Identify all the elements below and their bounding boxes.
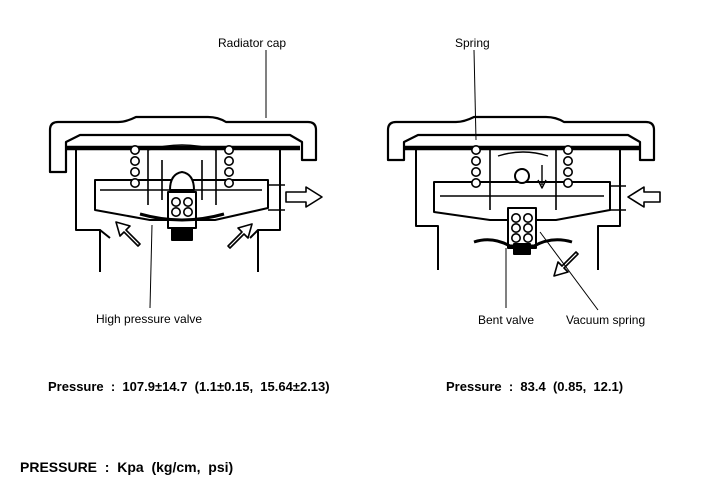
pressure-left: Pressure : 107.9±14.7 (1.1±0.15, 15.64±2… [48, 379, 330, 394]
pressure-units-footer: PRESSURE : Kpa (kg/cm, psi) [20, 459, 234, 475]
left-leader-lines [149, 50, 267, 309]
right-cap-diagram [386, 115, 656, 270]
label-bent-valve: Bent valve [478, 313, 535, 327]
pressure-right: Pressure : 83.4 (0.85, 12.1) [446, 379, 624, 394]
label-vacuum-spring: Vacuum spring [566, 313, 646, 327]
label-radiator-cap: Radiator cap [218, 36, 287, 50]
left-cap-diagram [48, 115, 318, 272]
right-leader-lines [473, 49, 599, 311]
right-flow-arrows [553, 186, 661, 277]
label-spring: Spring [455, 36, 490, 50]
left-flow-arrows [115, 186, 323, 249]
label-high-pressure-valve: High pressure valve [96, 312, 203, 326]
